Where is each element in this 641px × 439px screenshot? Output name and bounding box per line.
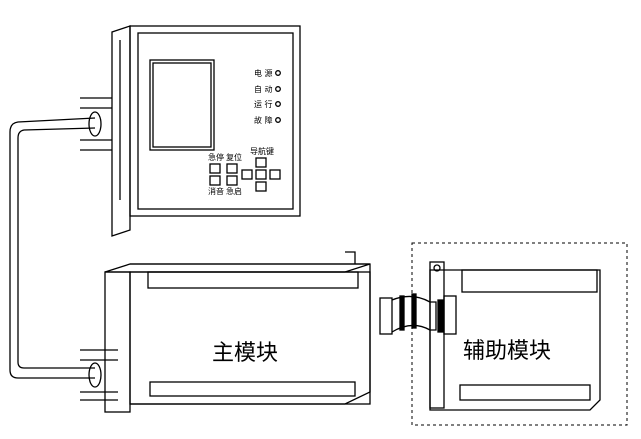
indicator-lights: 电 源 自 动 运 行 故 障 [254,68,281,125]
indicator-power-label: 电 源 [254,68,273,78]
nav-up-button[interactable] [255,157,267,168]
indicator-auto-label: 自 动 [254,84,273,94]
estop-label: 急停 [208,152,224,162]
mute-button[interactable] [209,175,221,186]
estart-label: 急启 [226,186,242,196]
nav-left-button[interactable] [241,169,253,180]
mute-label: 消音 [208,186,224,196]
reset-label: 复位 [226,152,242,162]
panel-buttons: 急停 复位 消音 急启 导航键 [208,146,281,196]
aux-module-label: 辅助模块 [463,339,551,364]
estart-button[interactable] [226,175,238,186]
nav-right-button[interactable] [269,169,281,180]
main-module: 主模块 [104,251,371,413]
nav-ok-button[interactable] [255,169,267,180]
indicator-fault-label: 故 障 [254,115,273,125]
indicator-run-label: 运 行 [254,99,273,109]
main-module-label: 主模块 [212,341,278,366]
aux-module: 辅助模块 [411,242,628,426]
cable [9,97,118,401]
nav-keys-label: 导航键 [250,146,274,156]
reset-button[interactable] [226,163,238,174]
nav-down-button[interactable] [255,181,267,192]
estop-button[interactable] [209,163,221,174]
controller-panel [111,25,301,237]
